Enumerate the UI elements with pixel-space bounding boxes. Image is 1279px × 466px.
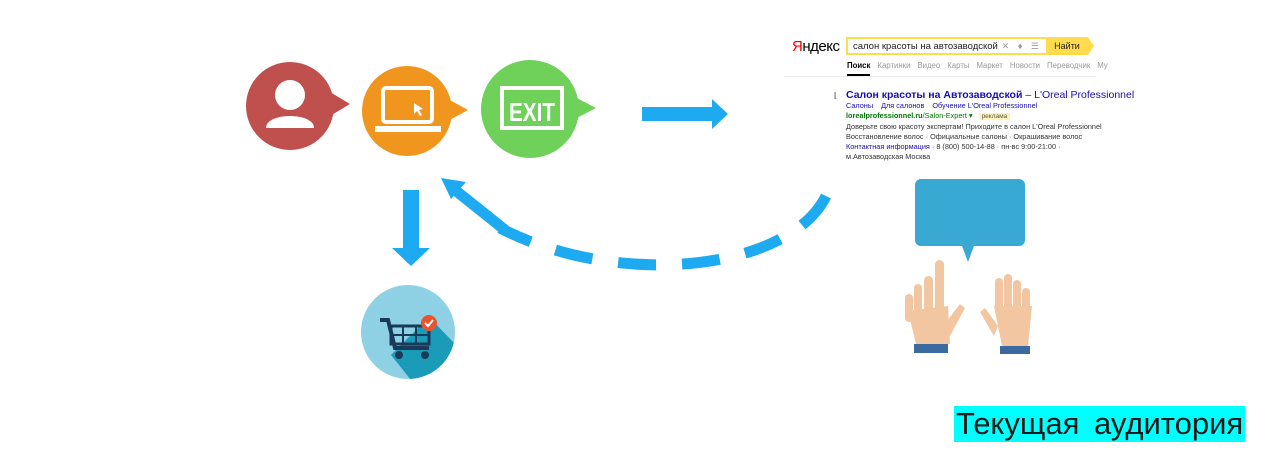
result-title-text: Салон красоты на Автозаводской: [846, 89, 1023, 101]
dashed-return-arrow: [441, 178, 831, 271]
divider: [784, 76, 1096, 77]
exit-label: EXIT: [509, 97, 555, 127]
logo-letter: Я: [792, 38, 803, 55]
purchase-node: [361, 285, 456, 380]
laptop-cursor-icon: [362, 66, 468, 156]
user-node: [246, 62, 350, 152]
result-links: Восстановление волос · Официальные салон…: [846, 132, 1083, 141]
exit-sign-icon: EXIT: [481, 60, 596, 158]
right-hand-icon: [980, 274, 1032, 346]
tab-translate[interactable]: Переводчик: [1047, 61, 1091, 70]
result-contacts: Контактная информация · 8 (800) 500-14-8…: [846, 142, 1096, 152]
shopping-cart-check-icon: [361, 285, 455, 379]
logo-rest: ндекс: [802, 38, 840, 55]
result-title-suffix: – L'Oreal Professionnel: [1022, 89, 1135, 101]
ad-badge: реклама: [978, 113, 1011, 120]
user-icon: [246, 62, 350, 150]
search-query: салон красоты на автозаводской: [853, 41, 998, 52]
sitelink[interactable]: Обучение L'Oreal Professionnel: [932, 101, 1038, 110]
tab-maps[interactable]: Карты: [947, 61, 970, 70]
left-hand-icon: [905, 260, 965, 344]
sitelink[interactable]: Салоны: [846, 101, 874, 110]
hands-speech-bubble-icon: [905, 179, 1032, 354]
result-url[interactable]: lorealprofessionnel.ru/Salon-Expert ▾ рек…: [846, 111, 1096, 122]
speech-bubble-icon: [915, 179, 1025, 246]
audience-node: [898, 176, 1038, 356]
result-text: Доверьте свою красоту экспертам! Приходи…: [846, 122, 1102, 131]
tab-video[interactable]: Видео: [917, 61, 941, 70]
sitelink[interactable]: Для салонов: [881, 101, 925, 110]
tab-search[interactable]: Поиск: [847, 61, 871, 70]
result-address: м.Автозаводская Москва: [846, 152, 931, 161]
yandex-search-snippet: Яндекс салон красоты на автозаводской ✕ …: [784, 34, 1134, 164]
arrow-down: [392, 190, 430, 266]
tab-news[interactable]: Новости: [1009, 61, 1041, 70]
result-title[interactable]: Салон красоты на Автозаводской – L'Oreal…: [846, 89, 1134, 101]
url-path: /Salon-Expert: [922, 111, 967, 120]
sitelinks: Салоны Для салонов Обучение L'Oreal Profes…: [846, 101, 1096, 111]
caption: Текущая аудитория: [954, 406, 1246, 442]
contact-info: · 8 (800) 500-14-88 · пн-вс 9:00-21:00 ·: [929, 142, 1061, 151]
arrow-right: [642, 99, 728, 129]
search-input[interactable]: салон красоты на автозаводской ✕ ♦ ☰: [846, 37, 1046, 55]
result-favicon-icon: ⌊: [834, 91, 838, 100]
exit-node: EXIT: [481, 60, 596, 160]
tab-more[interactable]: Му: [1097, 61, 1108, 70]
url-domain: lorealprofessionnel.ru: [846, 111, 923, 120]
contact-link[interactable]: Контактная информация: [846, 142, 930, 151]
yandex-logo: Яндекс: [792, 38, 840, 55]
search-tabs: Поиск Картинки Видео Карты Маркет Новости Пере…: [847, 61, 1115, 70]
url-dropdown-icon[interactable]: ▾: [968, 111, 973, 120]
website-node: [362, 66, 468, 158]
search-result: Салон красоты на Автозаводской – L'Oreal…: [846, 89, 1134, 162]
tab-images[interactable]: Картинки: [877, 61, 911, 70]
search-tools-icons[interactable]: ✕ ♦ ☰: [1001, 41, 1042, 51]
search-button[interactable]: Найти: [1046, 37, 1094, 55]
tab-market[interactable]: Маркет: [976, 61, 1003, 70]
